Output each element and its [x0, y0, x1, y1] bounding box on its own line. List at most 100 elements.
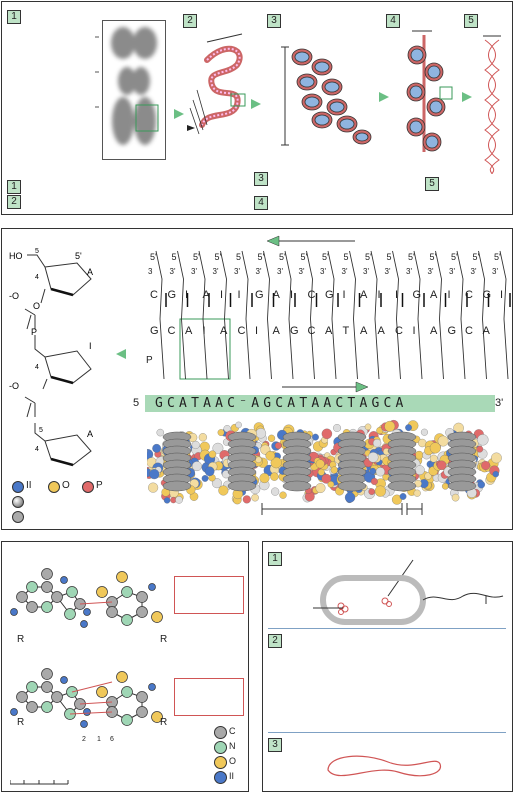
atom-sphere — [365, 424, 371, 430]
upper-base-letter: G — [413, 289, 422, 301]
prime3-label: 3' — [299, 267, 305, 276]
arrow-right-icon — [172, 107, 186, 121]
atom-sphere — [152, 444, 160, 452]
step-tag-3: 3 — [267, 14, 281, 28]
step-tag-5: 5 — [464, 14, 478, 28]
atom-sphere — [375, 486, 386, 497]
c5b-label: 5 — [39, 427, 43, 434]
atom-sphere — [280, 492, 287, 499]
atom-sphere — [373, 439, 381, 447]
prime-label: 5' — [193, 252, 200, 262]
atom-sphere — [17, 592, 28, 603]
lower-base-letter: C — [168, 325, 176, 337]
lower-base-letter: I — [255, 325, 258, 337]
atom-sphere — [256, 428, 266, 438]
prime3-label: 3' — [256, 267, 262, 276]
atom-sphere — [17, 692, 28, 703]
atom-sphere — [369, 489, 375, 495]
lower-base-letter: A — [378, 325, 385, 337]
solenoid-figure — [277, 32, 377, 152]
pair-box-lower — [174, 678, 244, 716]
c5-label: 5 — [35, 248, 39, 255]
atom-sphere — [442, 483, 448, 489]
upper-base-letter: I — [290, 289, 293, 301]
bottom-tag-4: 4 — [254, 196, 268, 210]
panel-chromatin-levels: 1 1 2 2 — [1, 1, 513, 215]
atom-sphere — [122, 687, 133, 698]
prime3-label: 3' — [277, 267, 283, 276]
upper-base-letter: G — [325, 289, 334, 301]
legend-tag-2: 2 — [7, 195, 21, 209]
atom-sphere — [148, 483, 158, 493]
atom-sphere — [266, 451, 275, 460]
lower-base-letter: A — [185, 325, 192, 337]
atom-sphere — [137, 707, 148, 718]
atom-sphere — [491, 453, 501, 463]
atom-sphere — [164, 497, 170, 503]
prime3-label: 3' — [363, 267, 369, 276]
atom-sphere — [149, 469, 159, 479]
lower-base-letter: T — [343, 325, 350, 337]
legend-h-label: II — [26, 480, 32, 491]
prime3-label: 3' — [449, 267, 455, 276]
atom-sphere — [84, 709, 91, 716]
c4b-label: 4 — [35, 364, 39, 371]
sequence-letters: GCATAAC⁻AGCATAACTAGCA — [155, 396, 408, 411]
prime-label: 5' — [430, 252, 437, 262]
prime-label: 5' — [451, 252, 458, 262]
prime3-label: 3' — [170, 267, 176, 276]
core-legend-icon — [12, 511, 24, 523]
prime-label: 5 — [387, 252, 392, 262]
prime-label: 5' — [322, 252, 329, 262]
upper-base-letter: I — [343, 289, 346, 301]
c4-label: 4 — [35, 274, 39, 281]
atom-sphere — [415, 465, 424, 474]
atom-sphere — [371, 478, 378, 485]
atom-sphere — [452, 494, 459, 501]
atom-sphere — [107, 607, 118, 618]
upper-base-letter: I — [448, 289, 451, 301]
chromosome-image — [102, 20, 166, 160]
arrow-right-icon — [377, 90, 391, 104]
left-p-label: P — [146, 355, 153, 366]
step-tag-1: 1 — [7, 10, 21, 24]
atom-sphere — [328, 481, 334, 487]
lower-base-letter: C — [395, 325, 403, 337]
atom-sphere — [65, 609, 76, 620]
prime3-label: 3' — [234, 267, 240, 276]
section-tag-1: 1 — [268, 552, 282, 566]
prime-label: 5' — [473, 252, 480, 262]
o-label: O — [33, 301, 40, 311]
atom-sphere — [331, 467, 338, 474]
sequence-start-label: 5 — [133, 397, 139, 409]
legend-p-label: P — [96, 480, 103, 491]
lower-base-letter: I — [203, 325, 206, 337]
atom-sphere — [27, 582, 38, 593]
prime3-label: 3' — [428, 267, 434, 276]
legend-o-label: O — [62, 480, 70, 491]
atom-sphere — [27, 702, 38, 713]
prime-label: 5 — [236, 252, 241, 262]
histone-core — [388, 481, 416, 491]
atom-sphere — [192, 441, 200, 449]
upper-base-letter: I — [500, 289, 503, 301]
atom-sphere — [368, 452, 378, 462]
atom-sphere — [52, 592, 63, 603]
atom-number: 2 — [82, 736, 86, 743]
atom-sphere — [122, 587, 133, 598]
atom-sphere — [271, 488, 279, 496]
atom-sphere — [61, 677, 68, 684]
atom-sphere — [42, 569, 53, 580]
upper-base-letter: G — [483, 289, 492, 301]
atom-sphere — [405, 424, 411, 430]
upper-base-letter: I — [378, 289, 381, 301]
upper-base-letter: A — [203, 289, 210, 301]
prime3-label: 3' — [385, 267, 391, 276]
lower-base-letter: I — [413, 325, 416, 337]
ruler-marks — [92, 32, 102, 122]
atom-sphere — [42, 669, 53, 680]
lower-base-letter: G — [290, 325, 299, 337]
atom-legend: II O P — [10, 479, 120, 524]
minus-o2-label: -O — [9, 291, 19, 301]
legend-h-label: II — [229, 771, 234, 781]
